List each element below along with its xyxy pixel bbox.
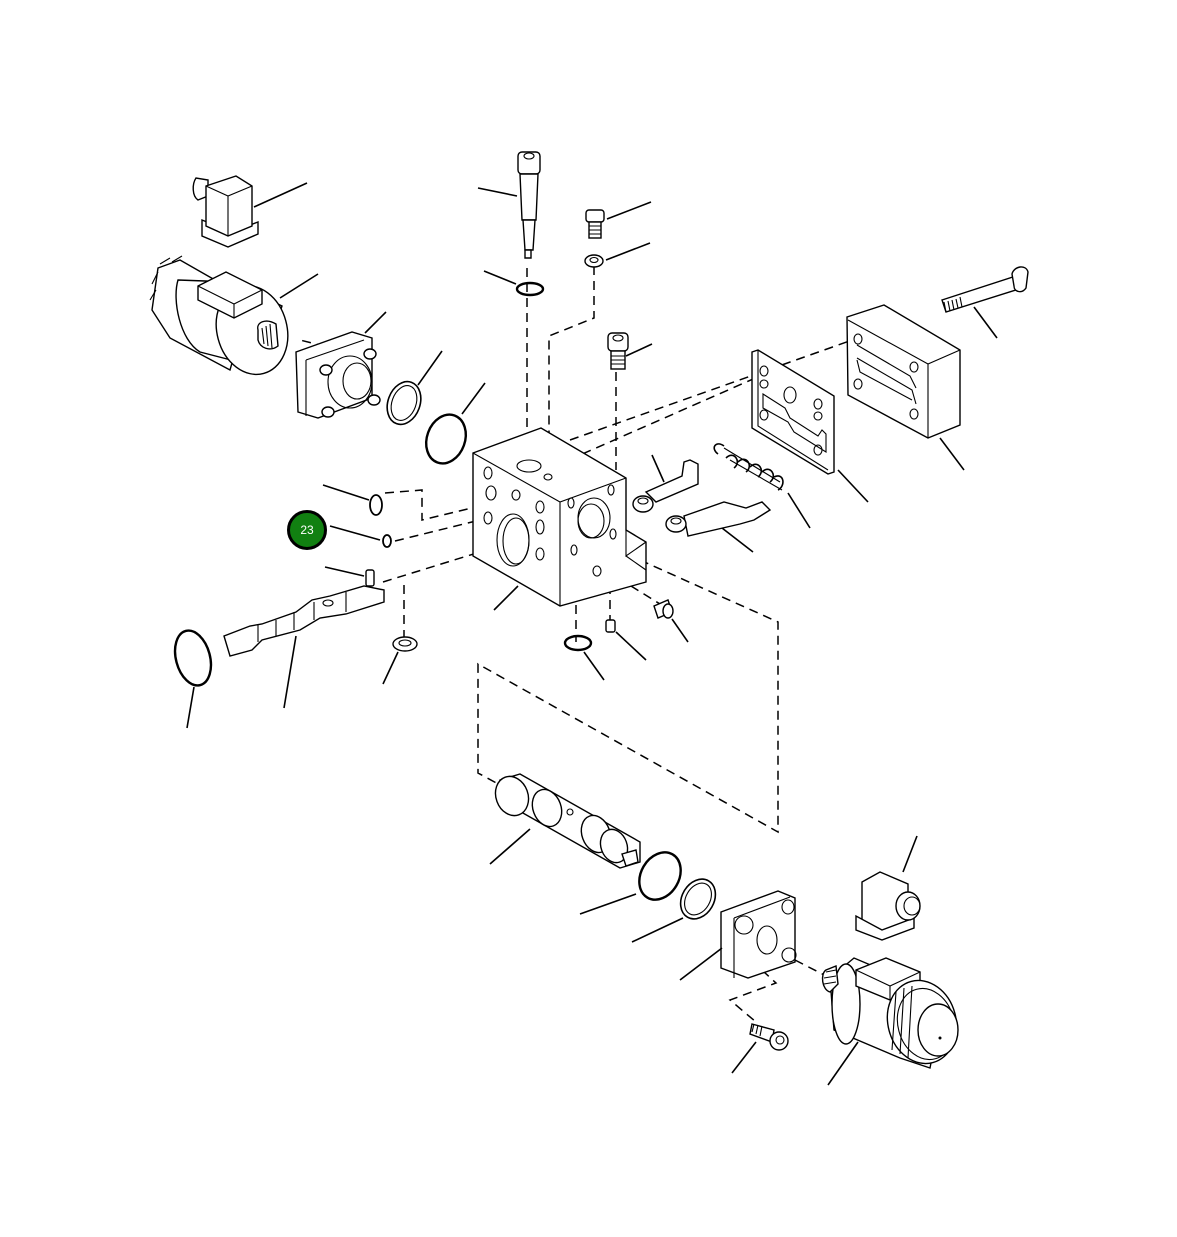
lever-lower[interactable] [665,501,772,553]
plug-screw[interactable] [585,201,652,239]
dowel[interactable] [605,619,647,661]
callout-label: 23 [300,523,314,537]
valve-body[interactable] [472,427,647,611]
connector-plug-lower[interactable] [855,835,921,941]
o-ring-pin[interactable] [483,270,545,297]
pin-lever[interactable] [324,566,375,587]
cover-block[interactable] [846,304,965,471]
gasket-plate[interactable] [751,349,869,503]
tension-spring[interactable] [713,443,811,529]
solenoid-coil-upper[interactable] [149,255,319,383]
o-ring-lower[interactable] [579,845,689,915]
o-ring-bottom[interactable] [563,634,605,681]
socket-screw-top[interactable] [607,332,653,370]
washer-top[interactable] [584,242,651,268]
connector-plug-upper[interactable] [192,175,308,248]
washer-left[interactable] [382,636,418,685]
long-bolt[interactable] [941,266,1029,339]
backup-ring-upper[interactable] [381,350,443,429]
socket-screw-lower[interactable] [731,1023,789,1074]
o-ring-upper[interactable] [420,382,486,469]
backup-ring-lower[interactable] [631,873,722,943]
spool[interactable] [489,772,641,869]
o-ring-large-left[interactable] [169,627,216,729]
o-ring-small-a[interactable] [322,484,383,516]
callout-23[interactable]: 23 [287,510,327,550]
o-ring-small-b[interactable] [329,525,392,548]
solenoid-coil-lower[interactable] [821,957,966,1086]
assembly-lines [299,266,859,1023]
adapter-plate-upper[interactable] [295,311,387,419]
screw-right[interactable] [653,599,689,643]
adapter-plate-lower[interactable] [679,890,797,981]
lever-upper[interactable] [632,454,699,513]
actuating-lever[interactable] [223,585,385,709]
pin-top[interactable] [477,151,541,259]
